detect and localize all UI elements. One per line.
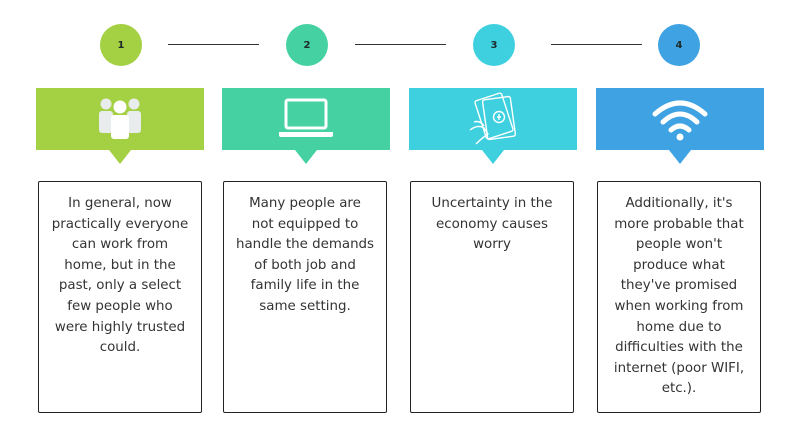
step-4-banner xyxy=(596,88,764,150)
step-1-number-circle: 1 xyxy=(100,24,142,66)
step-4-number: 4 xyxy=(675,39,683,51)
step-2-number: 2 xyxy=(303,39,311,51)
step-2-pointer xyxy=(295,150,317,164)
step-1-text: In general, now practically everyone can… xyxy=(51,196,189,356)
step-1-number: 1 xyxy=(117,39,125,51)
step-4-text: Additionally, it's more probable that pe… xyxy=(613,196,745,397)
step-2-number-circle: 2 xyxy=(286,24,328,66)
connector-2-3 xyxy=(355,44,446,45)
step-3-pointer xyxy=(482,150,504,164)
step-1-card: In general, now practically everyone can… xyxy=(38,181,202,413)
money-hand-icon xyxy=(466,92,520,146)
step-4-card: Additionally, it's more probable that pe… xyxy=(597,181,761,413)
wifi-icon xyxy=(650,96,710,142)
step-2-card: Many people are not equipped to handle t… xyxy=(223,181,387,413)
step-3-text: Uncertainty in the economy causes worry xyxy=(431,196,553,253)
step-3-number: 3 xyxy=(490,39,498,51)
connector-1-2 xyxy=(168,44,259,45)
step-2-banner xyxy=(222,88,390,150)
step-3-card: Uncertainty in the economy causes worry xyxy=(410,181,574,413)
step-4-pointer xyxy=(669,150,691,164)
step-1-pointer xyxy=(109,150,131,164)
laptop-icon xyxy=(276,97,336,141)
connector-3-4 xyxy=(551,44,642,45)
step-3-banner xyxy=(409,88,577,150)
step-1-banner xyxy=(36,88,204,150)
people-icon xyxy=(96,95,144,143)
step-4-number-circle: 4 xyxy=(658,24,700,66)
step-3-number-circle: 3 xyxy=(473,24,515,66)
step-2-text: Many people are not equipped to handle t… xyxy=(235,196,375,314)
